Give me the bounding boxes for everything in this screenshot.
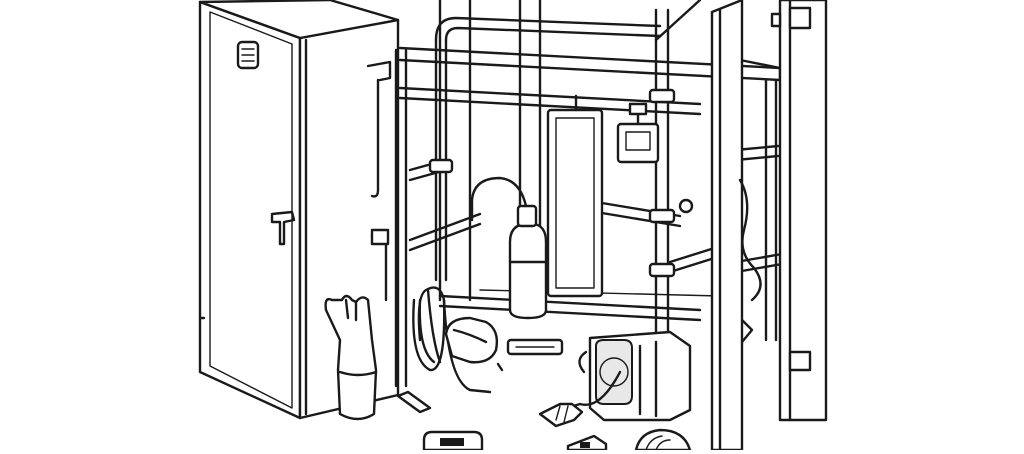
door-frame-icon (710, 0, 828, 452)
gauge-box-icon (616, 102, 660, 164)
wall-bracket-icon (366, 60, 392, 82)
pipe-fitting-icon (396, 390, 432, 414)
hinge-icon (788, 6, 812, 30)
helmet-icon (634, 428, 692, 452)
hanging-hook-icon (370, 78, 380, 198)
pump-motor-icon (558, 330, 692, 422)
inspection-panel-icon (546, 94, 604, 298)
toolbox-icon (422, 430, 484, 452)
work-glove-icon (538, 402, 584, 428)
cabinet-icon (198, 0, 400, 420)
cabinet-top (198, 0, 400, 40)
glove-icon (324, 294, 378, 421)
hinge-icon (788, 350, 812, 372)
small-pump-icon (444, 316, 499, 364)
pressure-tank-icon (470, 176, 548, 320)
cable-loop-icon (738, 178, 762, 344)
meter-icon (566, 434, 608, 452)
latch-icon (770, 12, 782, 28)
cable-coil-icon (396, 286, 492, 414)
pipe-frame-icon (370, 0, 784, 388)
cabinet-door-inset (209, 11, 293, 409)
wrench-icon (496, 338, 564, 372)
door-handle-icon (270, 210, 296, 246)
